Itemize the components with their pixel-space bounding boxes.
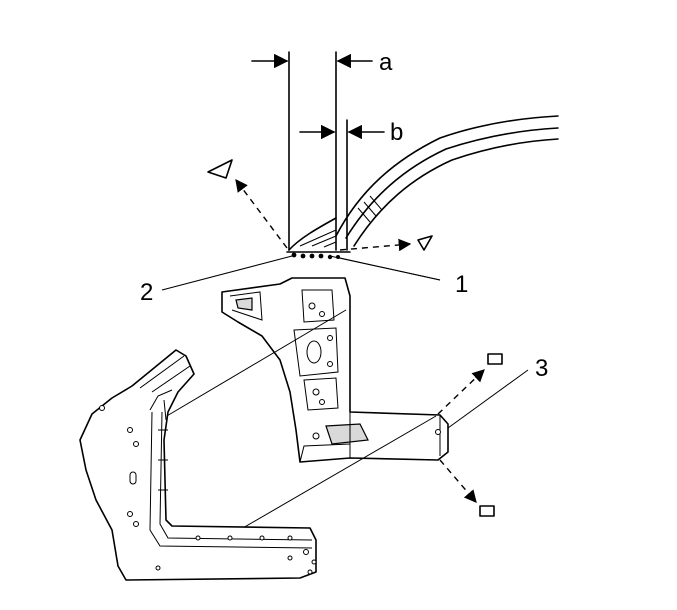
callout-3: 3 xyxy=(535,355,548,382)
view-triangle-icon xyxy=(207,159,233,179)
alignment-lines xyxy=(159,309,437,533)
body-side-panel xyxy=(79,349,317,581)
callout-2: 2 xyxy=(140,279,153,306)
view-arrows-upper xyxy=(207,159,433,252)
dimension-b: b xyxy=(299,119,403,146)
view-square-icon xyxy=(487,353,503,365)
view-square-icon xyxy=(479,505,495,517)
pillar-section xyxy=(286,51,351,253)
dimension-label-a: a xyxy=(379,49,393,76)
replacement-section-part xyxy=(221,277,449,463)
plug-welds xyxy=(291,252,340,260)
callout-1: 1 xyxy=(455,271,468,298)
view-arrows-lower xyxy=(437,353,529,517)
dimension-a: a xyxy=(251,49,393,76)
dimension-label-b: b xyxy=(390,119,403,146)
view-triangle-icon xyxy=(417,235,433,251)
roof-rail-curve xyxy=(335,115,559,247)
callout-leaders xyxy=(161,255,441,291)
